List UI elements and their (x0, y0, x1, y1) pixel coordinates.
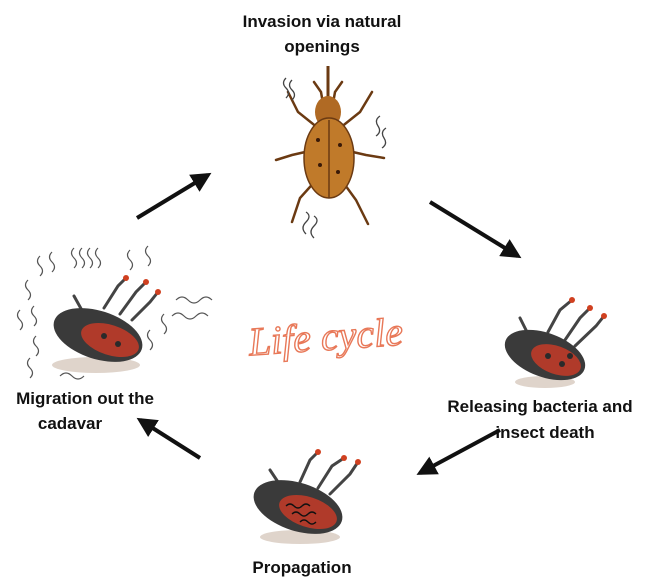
stage-label-right-line2: insect death (495, 423, 594, 442)
stage-label-left-line1: Migration out the (16, 389, 154, 408)
arrow-top-to-right (430, 202, 518, 256)
dead-weevil-icon (498, 297, 607, 390)
stage-label-left-line2: cadavar (38, 414, 103, 433)
arrow-right-to-bottom (420, 430, 500, 473)
stage-label-right-line1: Releasing bacteria and (447, 397, 632, 416)
stage-label-top-line2: openings (284, 37, 360, 56)
stage-label-top-line1: Invasion via natural (243, 12, 402, 31)
live-weevil-icon (276, 66, 386, 238)
arrow-left-to-top (137, 175, 208, 218)
center-title: Life cycle (246, 309, 404, 365)
dead-weevil-with-nematodes-icon (247, 449, 361, 544)
arrow-bottom-to-left (140, 420, 200, 458)
stage-label-bottom: Propagation (252, 558, 351, 577)
dead-weevil-with-emerging-nematodes-icon (18, 246, 213, 379)
